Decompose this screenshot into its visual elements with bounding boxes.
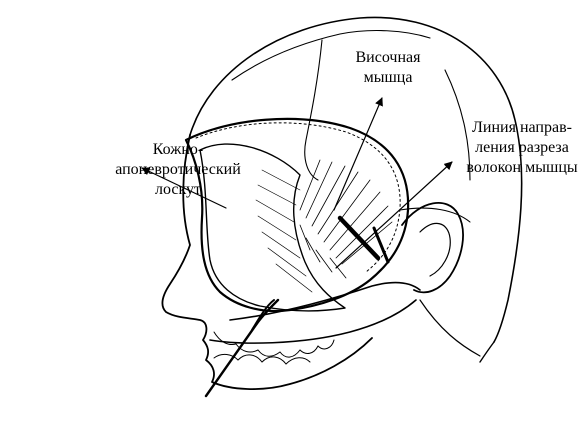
label-line: мышца xyxy=(338,68,438,88)
label-incision-line: Линия направ- ления разреза волокон мышц… xyxy=(457,118,584,178)
neck-line xyxy=(480,342,494,362)
label-line: Кожно- xyxy=(103,140,253,160)
neck-line-front xyxy=(420,300,480,356)
zygomatic-arch xyxy=(230,283,420,320)
label-skin-aponeurotic-flap: Кожно- апоневротический лоскут xyxy=(103,140,253,200)
label-line: апоневротический xyxy=(103,160,253,180)
coronal-suture xyxy=(305,40,322,180)
label-line: Линия направ- xyxy=(457,118,584,138)
ear-inner xyxy=(420,223,450,276)
label-line: ления разреза xyxy=(457,138,584,158)
incision-bar xyxy=(340,218,378,258)
flap-hatching xyxy=(256,170,312,292)
label-temporal-muscle: Височная мышца xyxy=(338,48,438,88)
label-line: волокон мышцы xyxy=(457,158,584,178)
arrow-temporal-muscle xyxy=(334,98,382,210)
ear-outline xyxy=(402,203,463,292)
label-line: Височная xyxy=(338,48,438,68)
label-line: лоскут xyxy=(103,180,253,200)
